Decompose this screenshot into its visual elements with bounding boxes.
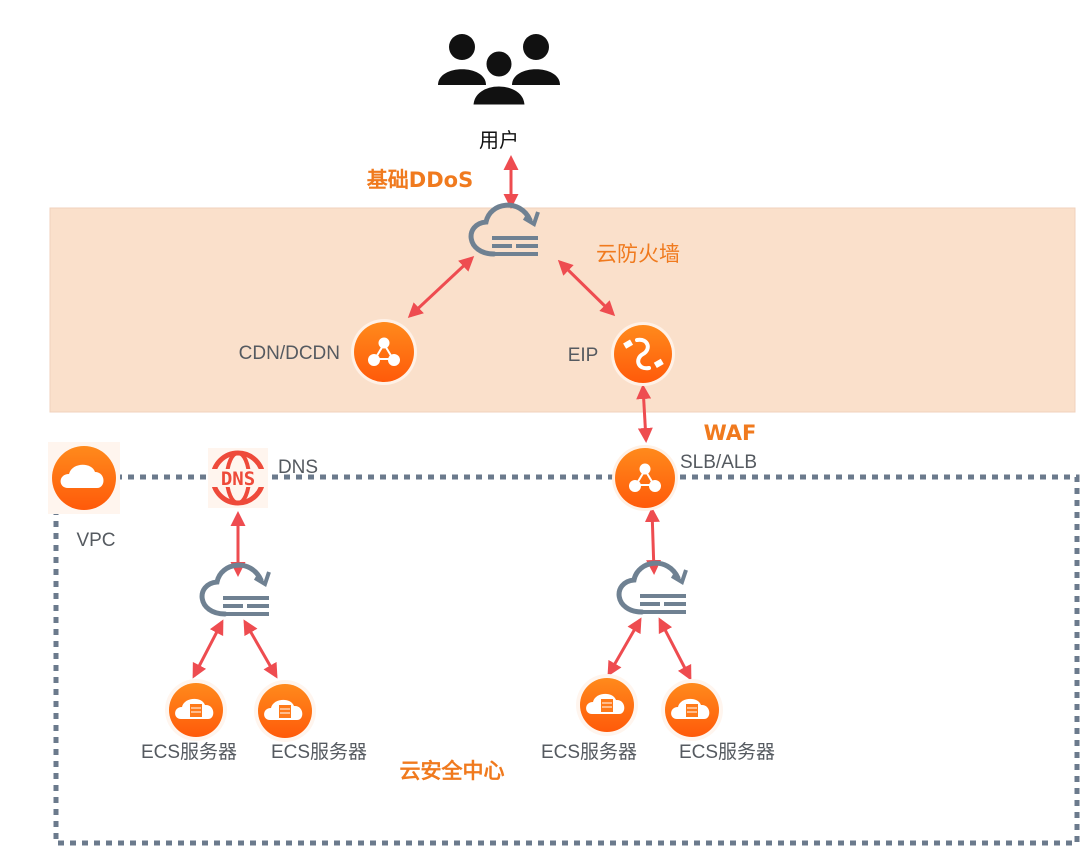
ddos-label: 基础DDoS <box>367 168 473 192</box>
ecs-label: ECS服务器 <box>679 741 775 763</box>
network-nodes-icon <box>351 319 417 385</box>
internet-edge-zone <box>49 207 1076 413</box>
elastic-ip-plug-icon <box>611 322 675 386</box>
ecs-cloud-server-icon <box>660 678 724 742</box>
cdn-label: CDN/DCDN <box>239 343 340 364</box>
cloud-firewall-icon <box>202 565 269 616</box>
ecs-cloud-server-icon <box>164 678 228 742</box>
dns-icon-text: DNS <box>221 468 255 490</box>
ecs-cloud-server-icon <box>253 679 317 743</box>
ecs-label: ECS服务器 <box>541 741 637 763</box>
load-balancer-icon <box>612 445 678 511</box>
security-center-label: 云安全中心 <box>400 759 505 783</box>
eip-label: EIP <box>568 345 599 366</box>
dns-globe-icon: DNS <box>208 448 268 508</box>
vpc-label: VPC <box>76 530 115 551</box>
users-label: 用户 <box>479 128 519 152</box>
vpc-cloud-icon <box>48 442 120 514</box>
users-group-icon <box>438 34 560 108</box>
vpc-boundary <box>53 474 1080 846</box>
ecs-label: ECS服务器 <box>141 741 237 763</box>
ecs-cloud-server-icon <box>575 673 639 737</box>
dns-label: DNS <box>278 457 318 478</box>
waf-label: WAF <box>704 421 757 445</box>
ecs-label: ECS服务器 <box>271 741 367 763</box>
connection-arrows <box>192 155 692 681</box>
firewall-label: 云防火墙 <box>596 242 680 266</box>
slb-label: SLB/ALB <box>680 452 757 473</box>
